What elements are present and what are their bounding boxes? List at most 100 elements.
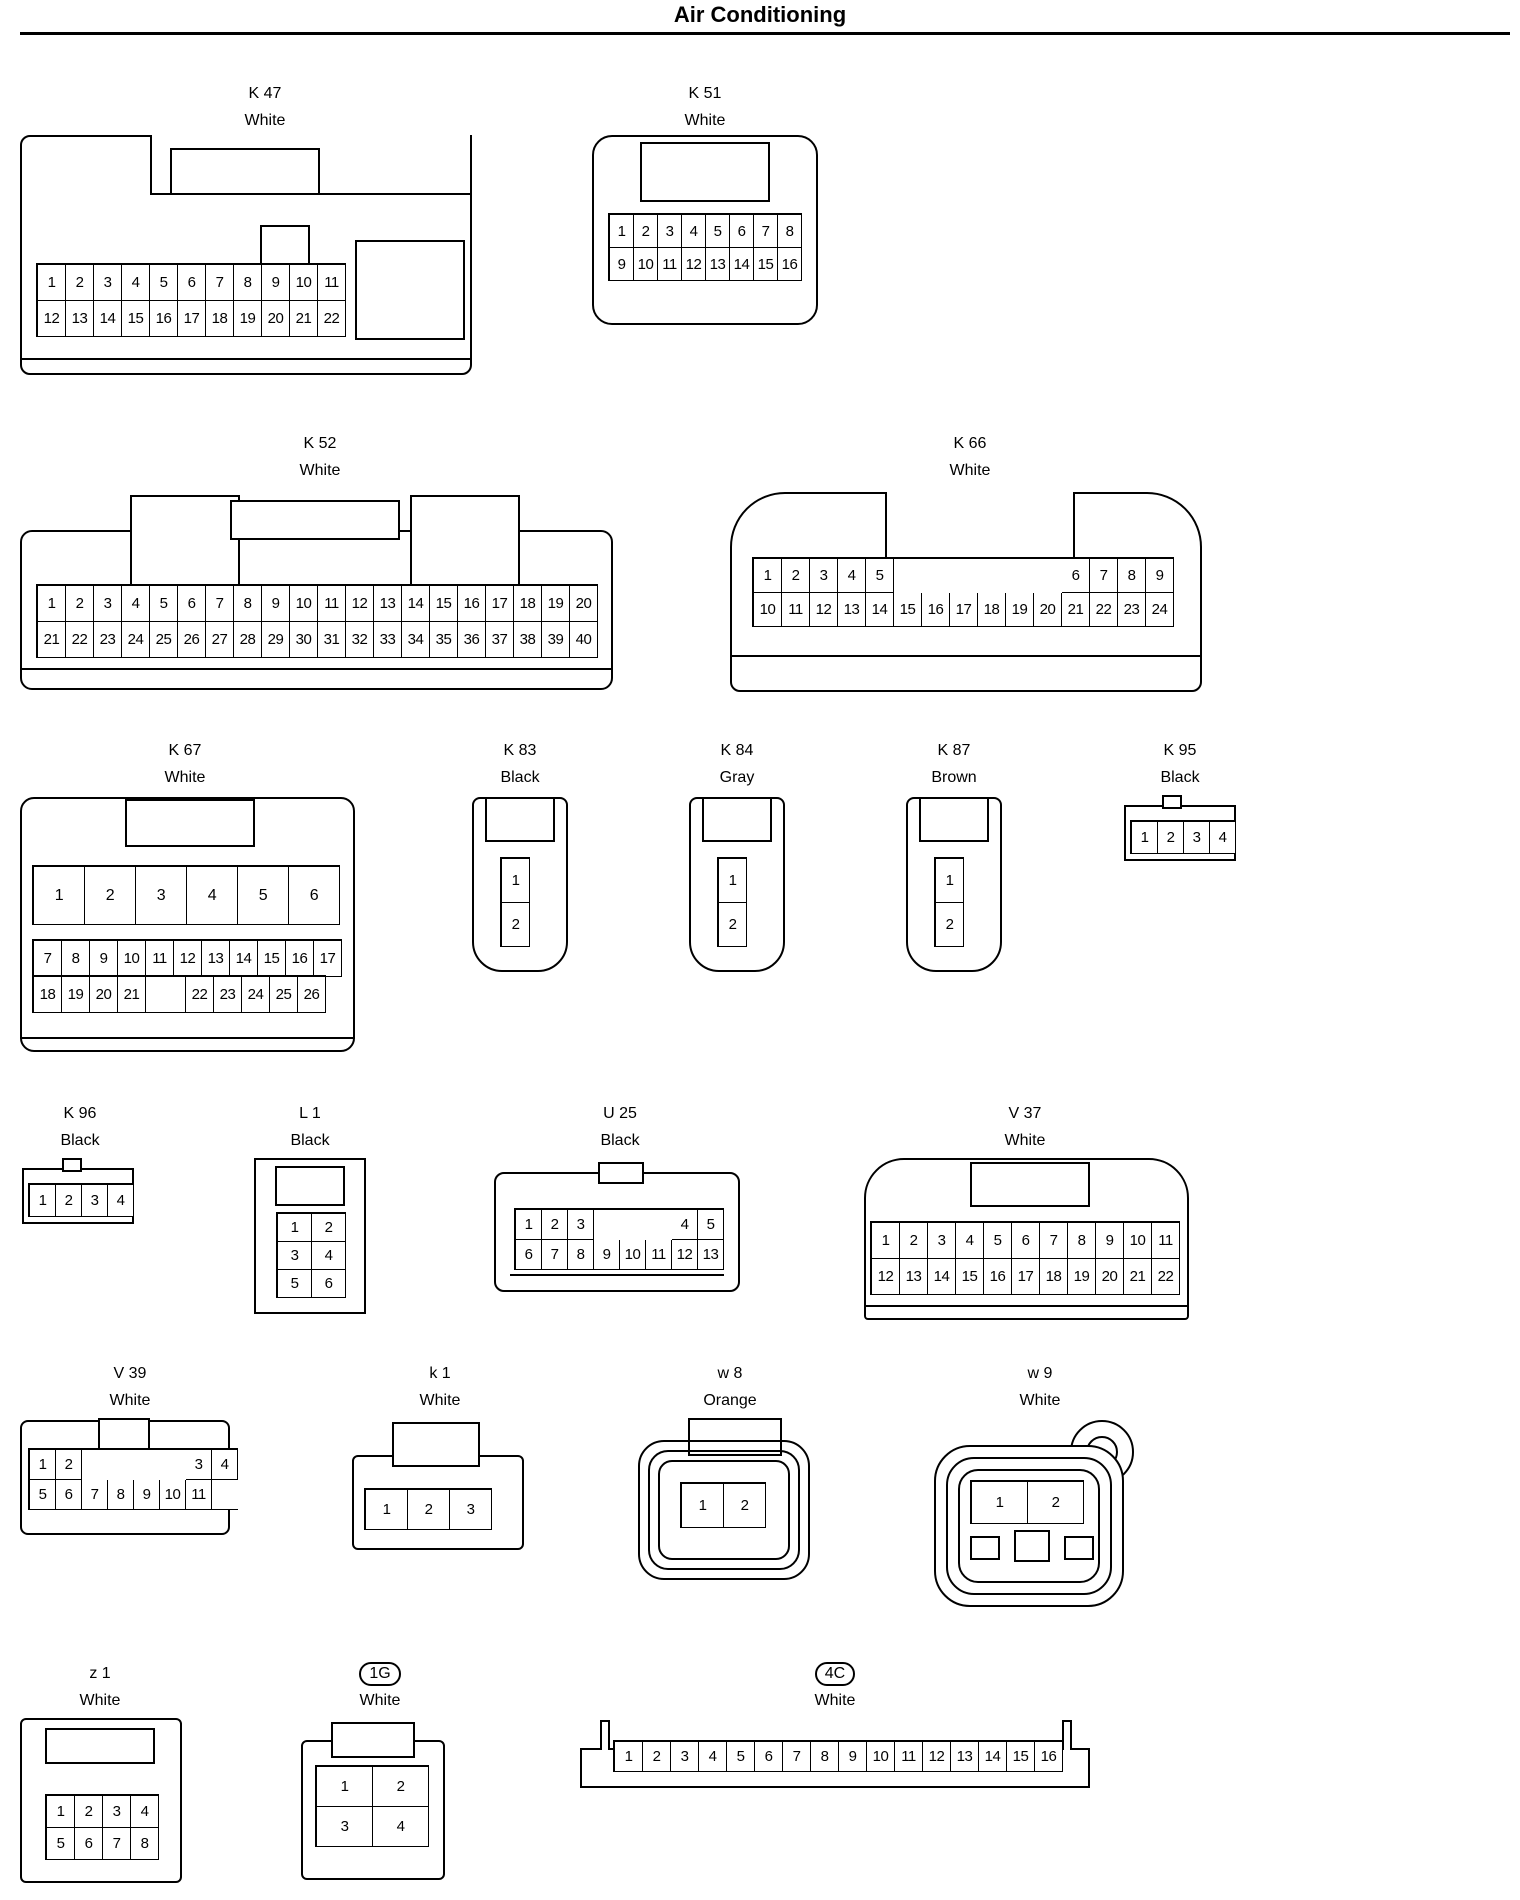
pin-cell: 6: [178, 586, 206, 622]
pin-cell: 5: [238, 867, 289, 925]
pin-cell: 5: [984, 1223, 1012, 1259]
pin-cell: 7: [34, 941, 62, 977]
pin-cell: 6: [56, 1480, 82, 1510]
pin-cell: 9: [1146, 559, 1174, 593]
blank-cavity: [922, 559, 950, 593]
pin-cell: 35: [430, 622, 458, 658]
pin-cell: 3: [136, 867, 187, 925]
pin-cell: 4: [373, 1807, 429, 1847]
pin-cell: 22: [66, 622, 94, 658]
pin-cell: 15: [258, 941, 286, 977]
pin-cell: 3: [82, 1185, 108, 1217]
connector-id: L 1: [299, 1105, 321, 1122]
pin-cell: 38: [514, 622, 542, 658]
pin-cell: 25: [270, 977, 298, 1013]
connector-id: w 8: [717, 1365, 743, 1382]
blank-cavity: [1014, 1530, 1050, 1562]
pin-cell: 1: [502, 859, 530, 903]
pin-cell: 7: [82, 1480, 108, 1510]
pin-cell: 15: [430, 586, 458, 622]
latch-right: [410, 495, 520, 595]
latch-left: [130, 495, 240, 595]
pin-cell: 21: [38, 622, 66, 658]
pin-cell: 1: [615, 1742, 643, 1772]
pin-cell: 11: [895, 1742, 923, 1772]
pin-cell: 2: [75, 1796, 103, 1828]
pin-cell: 14: [866, 593, 894, 627]
connector-id: 1G: [359, 1662, 401, 1686]
pin-cell: 22: [186, 977, 214, 1013]
pin-cell: 18: [206, 301, 234, 337]
pin-cell: 12: [672, 1240, 698, 1270]
connector-color: White: [814, 1692, 856, 1709]
blank-cavity: [1006, 559, 1034, 593]
pin-cell: 1: [719, 859, 747, 903]
housing-rail: [20, 358, 472, 360]
connector-color: Gray: [719, 769, 755, 786]
connector-color: White: [299, 462, 341, 479]
pin-cell: 1: [34, 867, 85, 925]
pin-cell: 15: [956, 1259, 984, 1295]
pin-cell: 17: [1012, 1259, 1040, 1295]
pin-cell: 10: [754, 593, 782, 627]
pin-cell: 16: [150, 301, 178, 337]
connector-id: V 37: [1008, 1105, 1042, 1122]
pin-cell: 9: [90, 941, 118, 977]
latch-frame: [598, 1162, 644, 1184]
pin-cell: 20: [1034, 593, 1062, 627]
pin-cell: 23: [94, 622, 122, 658]
pin-cell: 20: [90, 977, 118, 1013]
connector-color: White: [79, 1692, 121, 1709]
connector-id: K 83: [503, 742, 537, 759]
connector-color: Black: [290, 1132, 330, 1149]
pin-cell: 11: [186, 1480, 212, 1510]
pin-cell: 24: [122, 622, 150, 658]
pin-cell: 37: [486, 622, 514, 658]
blank-cavity: [894, 559, 922, 593]
pin-cell: 36: [458, 622, 486, 658]
pin-cell: 7: [1040, 1223, 1068, 1259]
pin-cell: 6: [75, 1828, 103, 1860]
pin-cell: 19: [1006, 593, 1034, 627]
pin-cell: 20: [262, 301, 290, 337]
pin-cell: 2: [1028, 1482, 1084, 1524]
pin-cell: 10: [867, 1742, 895, 1772]
pin-cell: 13: [66, 301, 94, 337]
latch-frame: [45, 1728, 155, 1764]
pin-cell: 13: [900, 1259, 928, 1295]
connector-color: White: [244, 112, 286, 129]
pin-cell: 5: [706, 215, 730, 248]
pin-cell: 19: [234, 301, 262, 337]
pin-cell: 5: [150, 265, 178, 301]
connector-color: Orange: [703, 1392, 757, 1409]
pin-cell: 14: [730, 248, 754, 281]
latch-frame: [275, 1166, 345, 1206]
pin-cell: 25: [150, 622, 178, 658]
pin-cell: 4: [108, 1185, 134, 1217]
pin-cell: 13: [951, 1742, 979, 1772]
pin-cell: 14: [94, 301, 122, 337]
pin-cell: 19: [1068, 1259, 1096, 1295]
pin-cell: 2: [724, 1484, 766, 1528]
connector-id: U 25: [603, 1105, 637, 1122]
connector-id: K 51: [688, 85, 722, 102]
pin-cell: 4: [682, 215, 706, 248]
pin-cell: 2: [56, 1450, 82, 1480]
latch-frame: [485, 797, 555, 842]
pin-cell: 15: [754, 248, 778, 281]
pin-cell: 12: [346, 586, 374, 622]
pin-cell: 5: [698, 1210, 724, 1240]
pin-cell: 1: [936, 859, 964, 903]
pin-cell: 20: [570, 586, 598, 622]
pin-cell: 22: [1152, 1259, 1180, 1295]
pin-cell: 6: [289, 867, 340, 925]
